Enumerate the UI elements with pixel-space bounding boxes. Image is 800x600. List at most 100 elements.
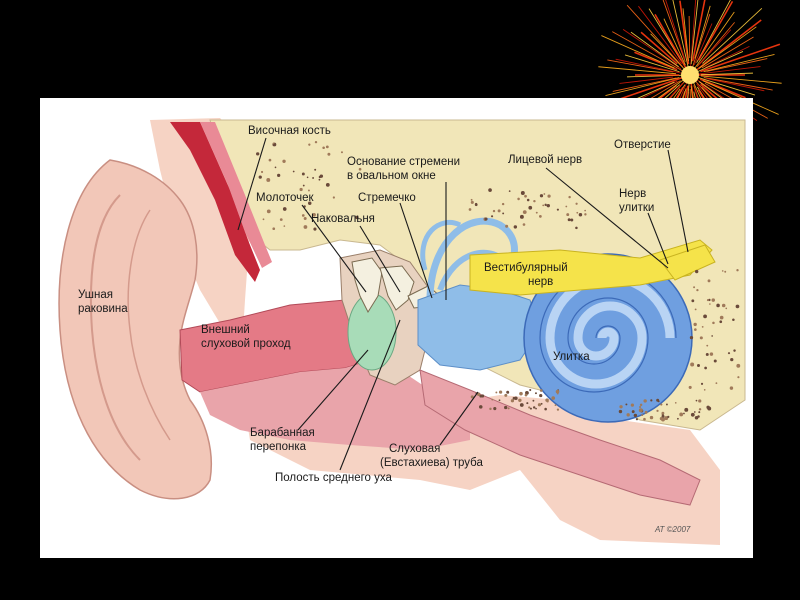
- bone-speckle: [709, 352, 714, 356]
- label-eustachian-tube-line1: Слуховая: [389, 443, 440, 455]
- label-opening: Отверстие: [614, 139, 671, 151]
- bone-speckle: [700, 382, 704, 385]
- bone-speckle: [327, 152, 331, 156]
- bone-speckle: [526, 402, 529, 405]
- label-temporal-bone: Височная кость: [248, 125, 331, 137]
- bone-speckle: [630, 403, 635, 407]
- bone-speckle: [306, 176, 309, 179]
- bone-speckle: [301, 172, 305, 176]
- bone-speckle: [725, 307, 728, 310]
- bone-speckle: [528, 205, 533, 210]
- bone-speckle: [639, 405, 642, 409]
- bone-speckle: [679, 412, 684, 417]
- bone-speckle: [474, 202, 478, 206]
- bone-speckle: [314, 140, 318, 144]
- temporal-muscle-light: [200, 122, 272, 268]
- bone-speckle: [534, 392, 537, 395]
- bone-speckle: [282, 159, 286, 163]
- bone-speckle: [575, 226, 578, 230]
- bone-speckle: [667, 415, 670, 418]
- label-eardrum-line1: Барабанная: [250, 427, 315, 439]
- bone-speckle: [693, 411, 696, 413]
- firework-ray: [702, 8, 763, 64]
- bone-speckle: [691, 299, 695, 303]
- firework-ray: [699, 78, 746, 99]
- bone-speckle: [694, 269, 699, 274]
- bone-speckle: [698, 399, 702, 403]
- bone-speckle: [524, 194, 527, 198]
- bone-speckle: [277, 173, 281, 178]
- firework-ray: [697, 0, 734, 61]
- bone-speckle: [470, 198, 473, 201]
- vestibular-cochlear-nerve: [469, 239, 713, 296]
- bone-speckle: [547, 194, 551, 198]
- bone-speckle: [544, 203, 547, 206]
- bone-speckle: [698, 411, 701, 414]
- bone-speckle: [643, 417, 646, 421]
- bone-speckle: [664, 416, 669, 421]
- bone-speckle: [292, 170, 295, 173]
- bone-speckle: [644, 410, 648, 414]
- bone-speckle: [325, 145, 329, 149]
- firework-ray: [622, 28, 682, 70]
- firework-ray: [638, 5, 682, 65]
- bone-speckle: [567, 218, 571, 222]
- bone-speckle: [570, 218, 574, 222]
- label-vestibular-nerve-line2: нерв: [528, 276, 553, 288]
- label-vestibular-nerve-line1: Вестибулярный: [484, 262, 568, 274]
- label-auricle-line1: Ушная: [78, 289, 113, 301]
- firework-ray: [605, 77, 680, 97]
- bone-speckle: [325, 183, 330, 187]
- firework-ray: [703, 77, 773, 91]
- auricle-inner-fold-2: [127, 209, 171, 441]
- bone-speckle: [266, 178, 271, 182]
- bone-speckle: [358, 167, 362, 171]
- bone-speckle: [470, 200, 474, 204]
- bone-speckle: [690, 362, 695, 367]
- firework-ray: [697, 66, 761, 75]
- label-cochlea: Улитка: [553, 351, 590, 363]
- bone-speckle: [684, 407, 689, 412]
- firework-ray: [697, 50, 744, 73]
- bone-speckle: [518, 398, 522, 403]
- bone-speckle: [502, 212, 505, 215]
- facial-nerve-bundle: [659, 244, 716, 281]
- bone-speckle: [584, 209, 586, 212]
- semicircular-canal-3: [420, 219, 462, 271]
- bone-speckle: [484, 217, 488, 221]
- bone-speckle: [468, 208, 472, 211]
- bone-speckle: [322, 146, 325, 150]
- bone-speckle: [307, 201, 312, 205]
- bone-speckle: [510, 399, 515, 403]
- leader-lines: [237, 137, 689, 471]
- artist-signature: АТ ©2007: [654, 525, 691, 534]
- bone-speckle: [312, 176, 315, 179]
- bone-speckle: [506, 390, 510, 394]
- firework-ray: [700, 43, 781, 73]
- firework-ray: [626, 4, 683, 68]
- firework-ray: [702, 80, 779, 115]
- label-malleus: Молоточек: [256, 192, 315, 204]
- bone-speckle: [556, 208, 559, 211]
- firework-ray: [634, 51, 678, 71]
- bone-speckle: [517, 197, 520, 201]
- diagram-labels: Височная кость Основание стремени в овал…: [78, 125, 691, 534]
- bone-speckle: [737, 376, 740, 379]
- firework-ray: [612, 31, 684, 72]
- firework-ray: [672, 0, 689, 68]
- bone-speckle: [299, 187, 303, 192]
- label-eustachian-tube-line2: (Евстахиева) труба: [380, 457, 483, 469]
- firework-ray: [663, 18, 686, 66]
- bone-speckle: [508, 190, 511, 192]
- bone-speckle: [661, 411, 665, 415]
- bone-speckle: [476, 392, 481, 397]
- firework-ray: [690, 0, 699, 65]
- bone-speckle: [568, 195, 571, 199]
- bone-speckle: [707, 279, 711, 283]
- firework-ray: [682, 8, 689, 62]
- bone-speckle: [566, 213, 570, 217]
- bone-speckle: [697, 364, 700, 368]
- firework-ray: [630, 31, 679, 68]
- bone-speckle: [507, 407, 510, 410]
- bone-speckle: [693, 286, 696, 289]
